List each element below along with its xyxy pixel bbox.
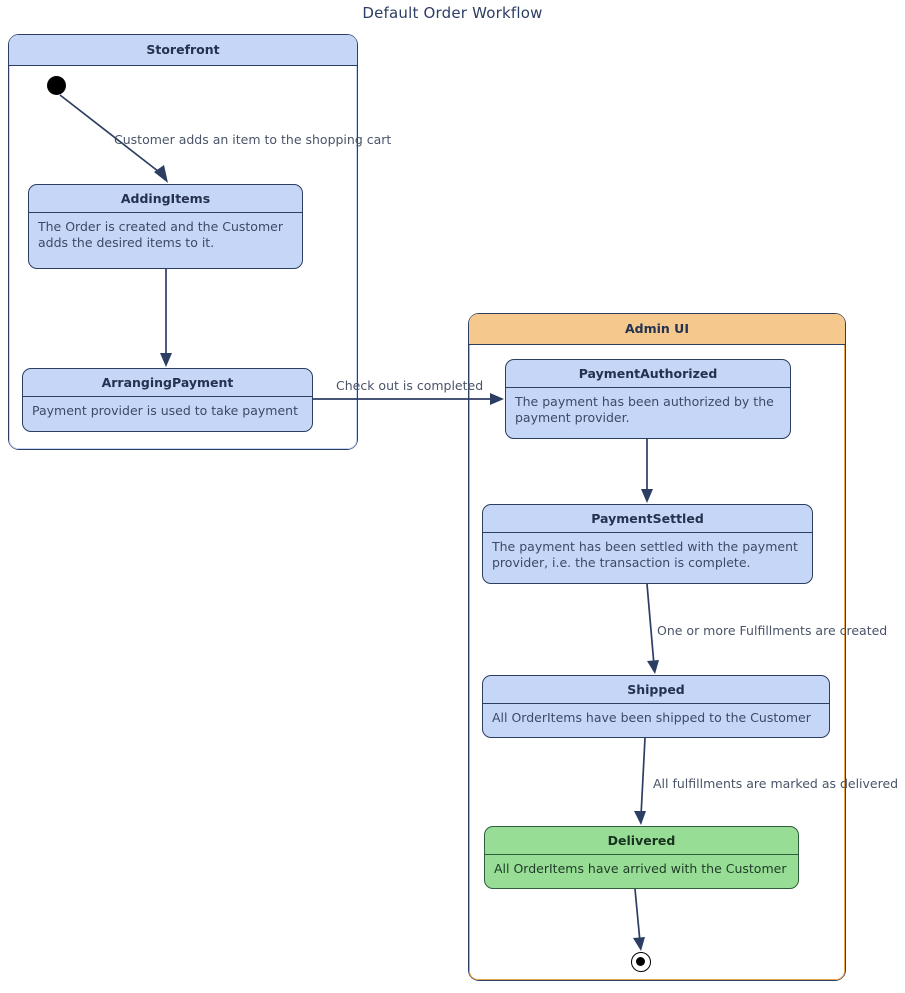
state-delivered[interactable]: Delivered All OrderItems have arrived wi…	[484, 826, 799, 889]
state-payment-settled[interactable]: PaymentSettled The payment has been sett…	[482, 504, 813, 584]
state-adding-items-name: AddingItems	[29, 185, 302, 213]
state-delivered-name: Delivered	[485, 827, 798, 855]
state-payment-authorized-description: The payment has been authorized by the p…	[515, 393, 774, 426]
state-payment-authorized-name: PaymentAuthorized	[506, 360, 790, 388]
state-adding-items-description: The Order is created and the Customer ad…	[38, 218, 283, 251]
state-arranging-payment-description: Payment provider is used to take payment	[32, 402, 298, 418]
region-admin-ui-title: Admin UI	[469, 314, 845, 345]
edge-label-shipped-to-delivered: All fulfillments are marked as delivered	[653, 776, 899, 791]
state-payment-settled-description: The payment has been settled with the pa…	[492, 538, 798, 571]
state-payment-settled-name: PaymentSettled	[483, 505, 812, 533]
state-delivered-description: All OrderItems have arrived with the Cus…	[494, 860, 787, 876]
initial-state-marker	[47, 76, 66, 95]
state-shipped-description: All OrderItems have been shipped to the …	[492, 709, 811, 725]
state-adding-items[interactable]: AddingItems The Order is created and the…	[28, 184, 303, 269]
region-storefront-title: Storefront	[9, 35, 357, 66]
edge-label-start-to-adding-items: Customer adds an item to the shopping ca…	[114, 132, 392, 147]
state-arranging-payment-name: ArrangingPayment	[23, 369, 312, 397]
state-payment-authorized[interactable]: PaymentAuthorized The payment has been a…	[505, 359, 791, 439]
state-shipped[interactable]: Shipped All OrderItems have been shipped…	[482, 675, 830, 738]
state-arranging-payment[interactable]: ArrangingPayment Payment provider is use…	[22, 368, 313, 432]
page-title: Default Order Workflow	[362, 4, 543, 22]
edge-label-arranging-payment-to-payment-authorized: Check out is completed	[336, 378, 484, 393]
final-state-marker	[631, 952, 651, 972]
state-shipped-name: Shipped	[483, 676, 829, 704]
edge-label-payment-settled-to-shipped: One or more Fulfillments are created	[657, 623, 888, 638]
